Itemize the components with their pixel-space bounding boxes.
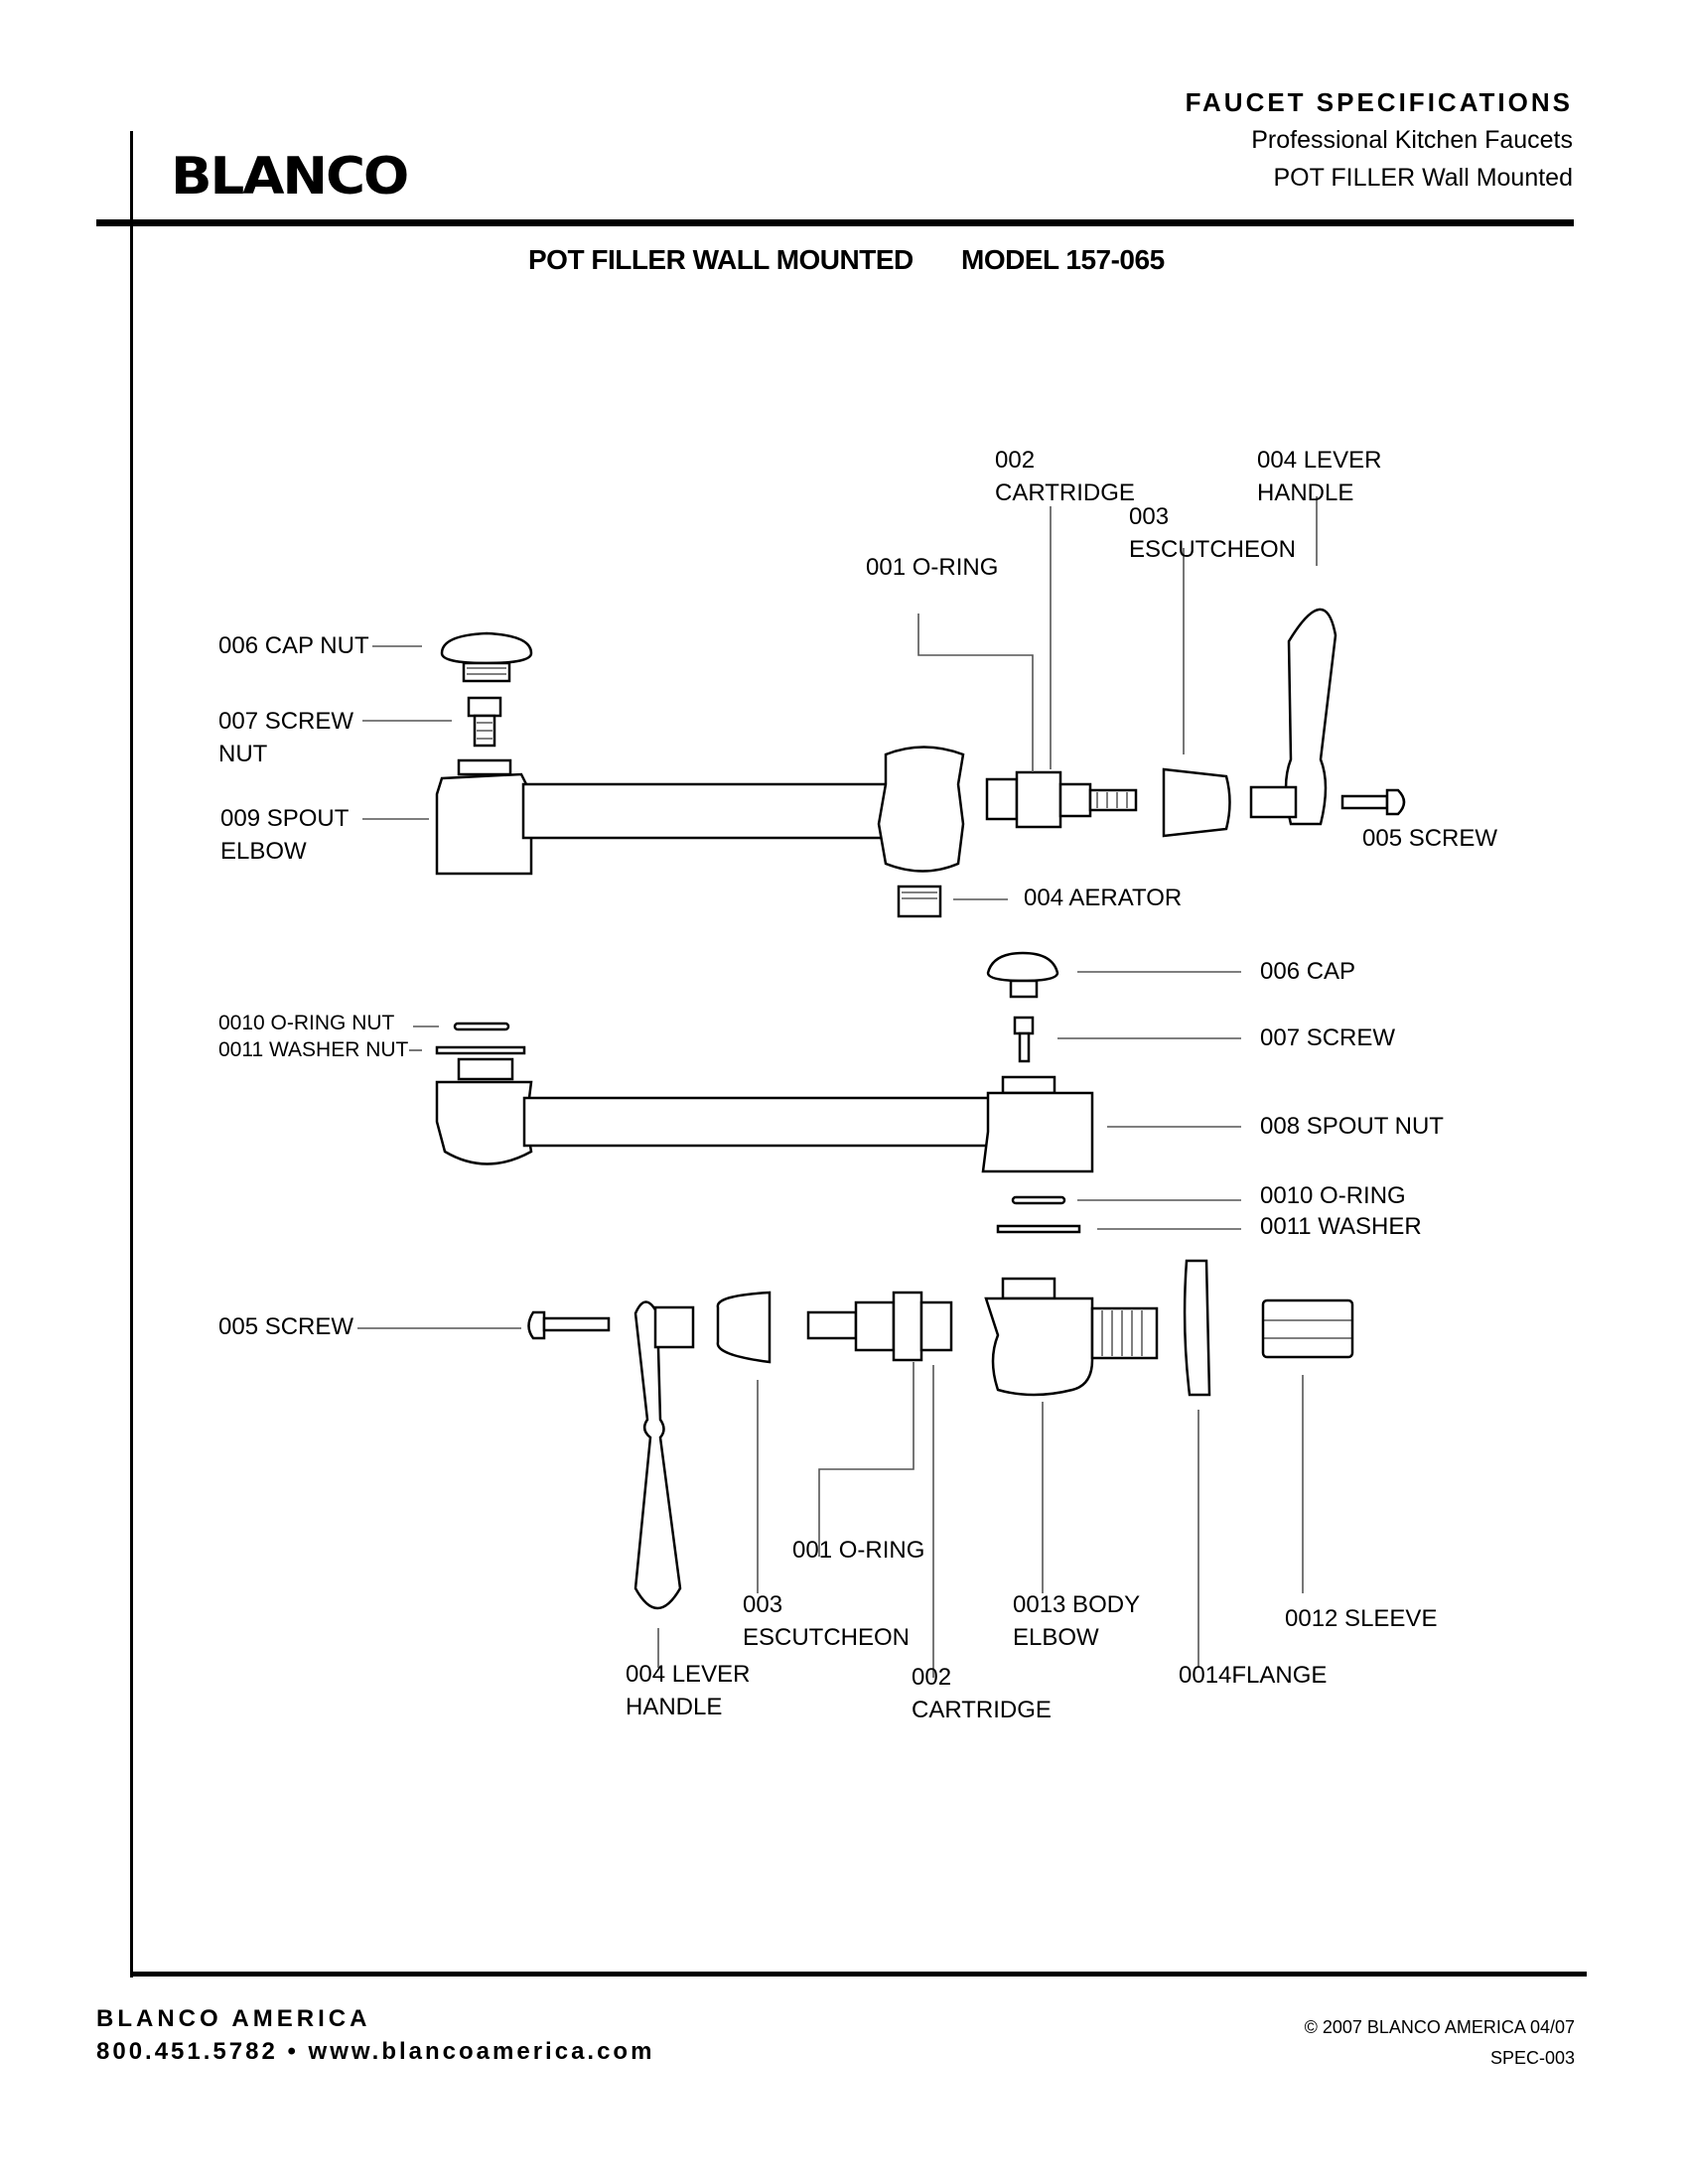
upper-screw-nut-part bbox=[467, 696, 502, 748]
label-middle-cap: 006 CAP bbox=[1260, 958, 1356, 985]
upper-lever-handle-part bbox=[1249, 608, 1337, 826]
label-lower-sleeve: 0012 SLEEVE bbox=[1285, 1605, 1438, 1632]
middle-washer-nut-part bbox=[435, 1045, 526, 1055]
upper-spout-elbow-part bbox=[435, 746, 965, 876]
middle-cap-part bbox=[986, 951, 1059, 999]
lower-lever-handle-part bbox=[633, 1300, 695, 1610]
label-middle-o-ring: 0010 O-RING bbox=[1260, 1182, 1406, 1209]
middle-screw-part bbox=[1013, 1016, 1035, 1063]
label-upper-cartridge-line1: 002 bbox=[995, 447, 1036, 474]
label-upper-lever-handle-line2: HANDLE bbox=[1257, 479, 1354, 506]
label-upper-lever-handle-line1: 004 LEVER bbox=[1257, 447, 1382, 474]
middle-spout-nut-assembly bbox=[435, 1057, 1094, 1173]
label-lower-escutcheon-line1: 003 bbox=[743, 1591, 783, 1618]
label-lower-lever-handle-line1: 004 LEVER bbox=[626, 1661, 751, 1688]
spec-category: Professional Kitchen Faucets bbox=[1251, 126, 1573, 154]
label-upper-o-ring: 001 O-RING bbox=[866, 554, 999, 581]
label-middle-washer: 0011 WASHER bbox=[1260, 1213, 1422, 1240]
footer-divider bbox=[130, 1972, 1587, 1977]
label-upper-spout-elbow-line2: ELBOW bbox=[220, 838, 307, 865]
middle-washer-part bbox=[996, 1224, 1081, 1234]
label-lower-escutcheon-line2: ESCUTCHEON bbox=[743, 1624, 911, 1651]
label-lower-cartridge-line2: CARTRIDGE bbox=[912, 1697, 1052, 1723]
left-margin-rule bbox=[130, 131, 133, 1978]
upper-escutcheon-part bbox=[1162, 767, 1231, 838]
lower-flange-part bbox=[1183, 1259, 1211, 1397]
lower-cartridge-part bbox=[806, 1291, 953, 1362]
label-lower-screw: 005 SCREW bbox=[218, 1313, 354, 1340]
lower-sleeve-part bbox=[1261, 1298, 1354, 1359]
label-lower-o-ring: 001 O-RING bbox=[792, 1537, 925, 1564]
label-lower-body-elbow-line2: ELBOW bbox=[1013, 1624, 1099, 1651]
label-upper-screw: 005 SCREW bbox=[1362, 825, 1498, 852]
footer-copyright: © 2007 BLANCO AMERICA 04/07 bbox=[1304, 2017, 1575, 2037]
footer-doc-code: SPEC-003 bbox=[1489, 2048, 1575, 2068]
label-upper-cartridge-line2: CARTRIDGE bbox=[995, 479, 1135, 506]
lower-screw-part bbox=[527, 1310, 611, 1340]
label-upper-spout-elbow-line1: 009 SPOUT bbox=[220, 805, 350, 832]
upper-cartridge-part bbox=[985, 770, 1138, 829]
label-middle-washer-nut: 0011 WASHER NUT bbox=[218, 1038, 409, 1061]
upper-aerator-part bbox=[897, 885, 942, 918]
label-middle-screw: 007 SCREW bbox=[1260, 1024, 1396, 1051]
spec-heading: FAUCET SPECIFICATIONS bbox=[1185, 87, 1573, 117]
upper-cap-nut-part bbox=[440, 631, 533, 683]
label-lower-flange: 0014FLANGE bbox=[1179, 1662, 1328, 1689]
label-upper-aerator: 004 AERATOR bbox=[1024, 885, 1183, 911]
label-middle-o-ring-nut: 0010 O-RING NUT bbox=[218, 1012, 395, 1034]
label-middle-spout-nut: 008 SPOUT NUT bbox=[1260, 1113, 1444, 1140]
label-upper-screw-nut-line1: 007 SCREW bbox=[218, 708, 354, 735]
header-divider bbox=[96, 219, 1574, 226]
label-upper-escutcheon-line2: ESCUTCHEON bbox=[1129, 536, 1297, 563]
spec-product-line: POT FILLER Wall Mounted bbox=[1273, 164, 1573, 192]
upper-screw-part bbox=[1340, 788, 1406, 816]
middle-o-ring-part bbox=[1011, 1195, 1066, 1205]
label-upper-cap-nut: 006 CAP NUT bbox=[218, 632, 369, 659]
lower-body-elbow-part bbox=[984, 1277, 1159, 1397]
label-lower-body-elbow-line1: 0013 BODY bbox=[1013, 1591, 1141, 1618]
brand-logo: BLANCO bbox=[171, 147, 409, 206]
label-lower-cartridge-line1: 002 bbox=[912, 1664, 952, 1691]
label-lower-lever-handle-line2: HANDLE bbox=[626, 1694, 723, 1720]
label-upper-escutcheon-line1: 003 bbox=[1129, 503, 1170, 530]
product-title: POT FILLER WALL MOUNTED bbox=[528, 244, 914, 275]
footer-company: BLANCO AMERICA bbox=[96, 2005, 371, 2032]
footer-contact: 800.451.5782 • www.blancoamerica.com bbox=[96, 2038, 655, 2065]
lower-escutcheon-part bbox=[716, 1291, 772, 1364]
middle-o-ring-nut-part bbox=[453, 1022, 510, 1031]
model-number: MODEL 157-065 bbox=[961, 244, 1165, 275]
label-upper-screw-nut-line2: NUT bbox=[218, 741, 268, 767]
